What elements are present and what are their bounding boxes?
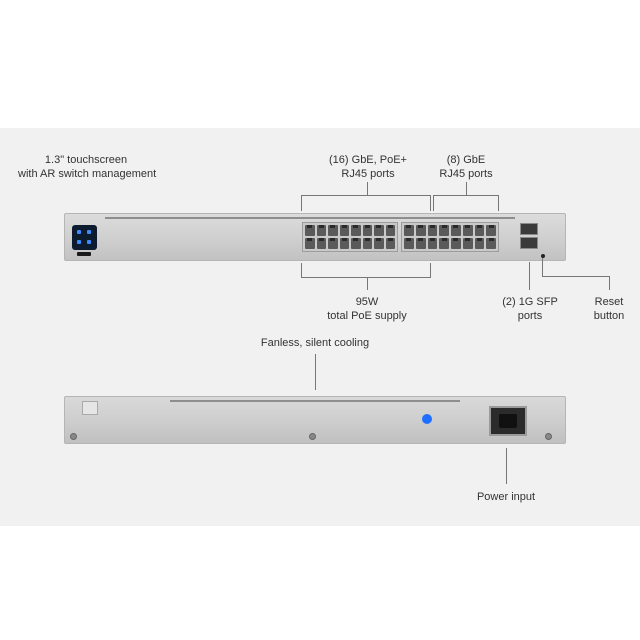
sfp-ports-label: (2) 1G SFP ports [502,296,558,322]
gbe-ports-bracket-left [433,195,434,211]
poe-supply-bracket-bottom [301,277,431,278]
poe-ports-bracket-left [301,195,302,211]
power-input-label: Power input [476,491,536,503]
poe-ports-leader [367,182,368,195]
gbe-ports-label: (8) GbE RJ45 ports [439,154,493,180]
reset-leader-v [542,258,543,276]
poe-port-group-1 [302,222,398,252]
power-input-socket [489,406,527,436]
brand-logo-tag [77,252,91,256]
poe-supply-bracket-right [430,263,431,278]
gbe-ports-bracket-right [498,195,499,211]
gbe-ports-leader [466,182,467,195]
rear-screw-left [70,433,77,440]
poe-ports-label: (16) GbE, PoE+ RJ45 ports [329,154,407,180]
touchscreen-label: 1.3" touchscreen with AR switch manageme… [18,154,157,180]
reset-leader-h [542,276,610,277]
poe-ports-bracket-top [301,195,431,196]
reset-button-label: Reset button [593,296,625,322]
fanless-leader [315,354,316,390]
sfp-ports [520,223,538,251]
poe-supply-bracket-left [301,263,302,278]
rear-screw-middle [309,433,316,440]
reset-button-hole [541,254,545,258]
front-vent [105,217,515,219]
poe-supply-label: 95W total PoE supply [327,296,407,322]
touchscreen-display [72,225,97,250]
rear-vent [170,400,460,402]
power-leader [506,448,507,484]
poe-supply-leader [367,277,368,290]
brand-logo-icon [422,414,432,424]
gbe-ports-bracket-top [433,195,499,196]
reset-leader-v2 [609,276,610,290]
switch-rear-panel [64,396,566,444]
serial-sticker [82,401,98,415]
poe-ports-bracket-right [430,195,431,211]
rear-screw-right [545,433,552,440]
product-panel [0,128,640,526]
sfp-leader [529,262,530,290]
switch-front-panel [64,213,566,261]
gbe-port-group [401,222,499,252]
fanless-label: Fanless, silent cooling [260,337,370,349]
